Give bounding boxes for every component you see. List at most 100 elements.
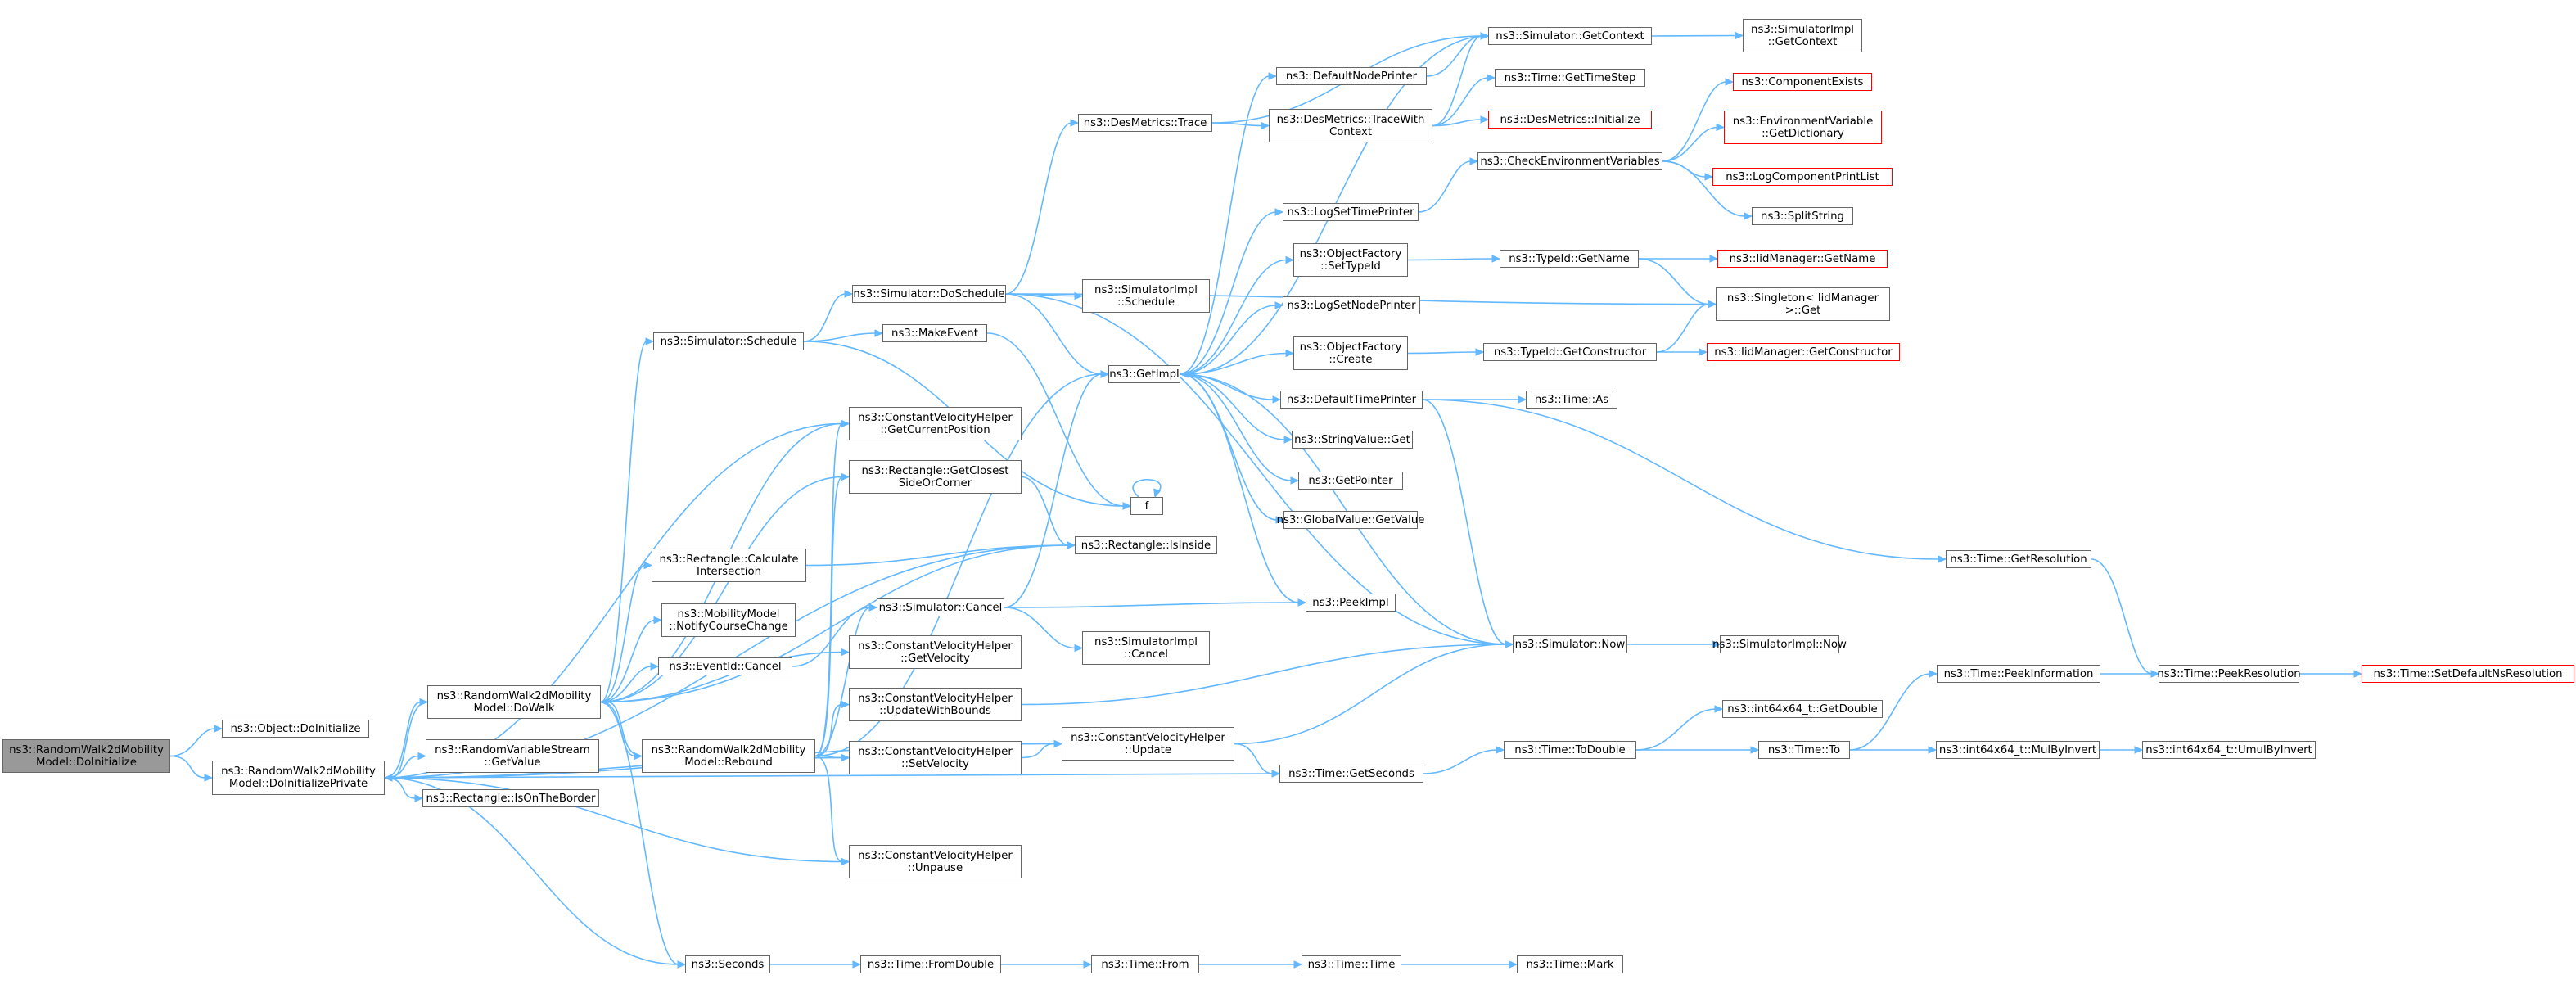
node-getimpl[interactable]: ns3::GetImpl bbox=[1108, 365, 1180, 383]
node-unpause[interactable]: ns3::ConstantVelocityHelper::Unpause bbox=[849, 845, 1022, 878]
edge-updwithbounds-to-simnow bbox=[1021, 644, 1507, 706]
edge-getimpl-to-ofsettypeid bbox=[1180, 259, 1288, 375]
node-seconds[interactable]: ns3::Seconds bbox=[685, 955, 770, 973]
node-singleton[interactable]: ns3::Singleton< IidManager >::Get bbox=[1716, 287, 1890, 321]
node-simnow[interactable]: ns3::Simulator::Now bbox=[1513, 635, 1627, 653]
node-getdouble[interactable]: ns3::int64x64_t::GetDouble bbox=[1722, 700, 1883, 718]
node-label: ns3::TypeId::GetConstructor bbox=[1493, 345, 1647, 359]
edge-doinitpriv-to-rvsgetvalue bbox=[384, 755, 420, 779]
node-stringvalueget[interactable]: ns3::StringValue::Get bbox=[1292, 431, 1413, 449]
node-logsettimeprinter[interactable]: ns3::LogSetTimePrinter bbox=[1283, 203, 1419, 221]
node-peekres[interactable]: ns3::Time::PeekResolution bbox=[2157, 665, 2301, 683]
node-rvsgetvalue[interactable]: ns3::RandomVariableStream::GetValue bbox=[426, 739, 599, 773]
node-schedule[interactable]: ns3::Simulator::Schedule bbox=[653, 332, 804, 350]
node-compexists[interactable]: ns3::ComponentExists bbox=[1733, 73, 1872, 91]
node-mulbyinvert[interactable]: ns3::int64x64_t::MulByInvert bbox=[1936, 741, 2100, 759]
node-isinside[interactable]: ns3::Rectangle::IsInside bbox=[1075, 536, 1217, 554]
node-label: ns3::Simulator::GetContext bbox=[1496, 29, 1644, 43]
node-label: ns3::ComponentExists bbox=[1741, 75, 1864, 88]
node-label: f bbox=[1144, 499, 1149, 513]
node-ofcreate[interactable]: ns3::ObjectFactory::Create bbox=[1293, 336, 1408, 370]
edge-arrowhead bbox=[214, 725, 223, 733]
node-label: ::GetVelocity bbox=[900, 652, 970, 665]
node-timeas[interactable]: ns3::Time::As bbox=[1526, 391, 1617, 409]
node-desinit[interactable]: ns3::DesMetrics::Initialize bbox=[1488, 111, 1652, 129]
edge-getimpl-to-ofcreate bbox=[1180, 352, 1288, 375]
edge-arrowhead bbox=[2150, 670, 2160, 678]
node-label: ns3::Simulator::DoSchedule bbox=[853, 287, 1005, 300]
node-makeevent[interactable]: ns3::MakeEvent bbox=[882, 324, 987, 342]
edge-arrowhead bbox=[1083, 960, 1093, 969]
node-typeidgetname[interactable]: ns3::TypeId::GetName bbox=[1500, 250, 1639, 268]
node-timemark[interactable]: ns3::Time::Mark bbox=[1517, 955, 1623, 973]
node-label: ::GetValue bbox=[484, 756, 541, 769]
node-implgetcontext[interactable]: ns3::SimulatorImpl::GetContext bbox=[1743, 19, 1862, 52]
node-typeidgetctor[interactable]: ns3::TypeId::GetConstructor bbox=[1483, 343, 1657, 361]
edge-doschedule-to-getimpl bbox=[1005, 293, 1103, 375]
node-logcomp[interactable]: ns3::LogComponentPrintList bbox=[1712, 168, 1893, 186]
node-timetime[interactable]: ns3::Time::Time bbox=[1302, 955, 1401, 973]
node-label: ns3::SimulatorImpl bbox=[1094, 283, 1198, 296]
node-getcurpos[interactable]: ns3::ConstantVelocityHelper::GetCurrentP… bbox=[849, 407, 1022, 440]
node-getvelocity[interactable]: ns3::ConstantVelocityHelper::GetVelocity bbox=[849, 635, 1022, 669]
node-ofsettypeid[interactable]: ns3::ObjectFactory::SetTypeId bbox=[1293, 243, 1408, 277]
node-isontheborder[interactable]: ns3::Rectangle::IsOnTheBorder bbox=[422, 789, 599, 807]
node-label: ::Unpause bbox=[907, 861, 963, 874]
node-globalvalue[interactable]: ns3::GlobalValue::GetValue bbox=[1277, 511, 1424, 529]
node-deftimeprinter[interactable]: ns3::DefaultTimePrinter bbox=[1280, 391, 1423, 409]
node-implnow[interactable]: ns3::SimulatorImpl::Now bbox=[1712, 635, 1847, 653]
node-notify[interactable]: ns3::MobilityModel::NotifyCourseChange bbox=[661, 603, 796, 637]
node-f[interactable]: f bbox=[1130, 497, 1163, 515]
edge-arrowhead bbox=[1122, 502, 1132, 510]
node-label: ::GetContext bbox=[1767, 35, 1838, 48]
node-label: ns3::Time::GetResolution bbox=[1950, 553, 2087, 566]
edge-gettimeseconds-to-todouble bbox=[1423, 749, 1498, 774]
node-todouble[interactable]: ns3::Time::ToDouble bbox=[1504, 741, 1636, 759]
node-setvelocity[interactable]: ns3::ConstantVelocityHelper::SetVelocity bbox=[849, 741, 1022, 774]
node-getresolution[interactable]: ns3::Time::GetResolution bbox=[1946, 550, 2091, 568]
edge-getimpl-to-deftimeprinter bbox=[1180, 373, 1274, 400]
node-fromdouble[interactable]: ns3::Time::FromDouble bbox=[860, 955, 1001, 973]
node-destrace[interactable]: ns3::DesMetrics::Trace bbox=[1078, 114, 1212, 132]
node-timeto[interactable]: ns3::Time::To bbox=[1758, 741, 1850, 759]
node-updwithbounds[interactable]: ns3::ConstantVelocityHelper::UpdateWithB… bbox=[849, 688, 1022, 721]
node-splitstring[interactable]: ns3::SplitString bbox=[1752, 207, 1853, 225]
node-simcancel[interactable]: ns3::Simulator::Cancel bbox=[877, 598, 1004, 616]
node-implschedule[interactable]: ns3::SimulatorImpl::Schedule bbox=[1082, 279, 1210, 313]
edge-arrowhead bbox=[1750, 746, 1760, 754]
edge-deftimeprinter-to-getresolution bbox=[1422, 399, 1940, 560]
node-gettimestep[interactable]: ns3::Time::GetTimeStep bbox=[1495, 69, 1645, 87]
node-defnodeprinter[interactable]: ns3::DefaultNodePrinter bbox=[1276, 67, 1427, 85]
node-eventcancel[interactable]: ns3::EventId::Cancel bbox=[658, 657, 792, 675]
node-getcontext[interactable]: ns3::Simulator::GetContext bbox=[1488, 27, 1652, 45]
node-umulbyinvert[interactable]: ns3::int64x64_t::UmulByInvert bbox=[2142, 741, 2316, 759]
node-logsetnodeprinter[interactable]: ns3::LogSetNodePrinter bbox=[1283, 296, 1420, 314]
node-peekinfo[interactable]: ns3::Time::PeekInformation bbox=[1937, 665, 2100, 683]
node-label: ns3::TypeId::GetName bbox=[1509, 252, 1630, 265]
node-cvupdate[interactable]: ns3::ConstantVelocityHelper::Update bbox=[1062, 727, 1234, 761]
edge-arrowhead bbox=[1275, 516, 1285, 524]
node-gettimeseconds[interactable]: ns3::Time::GetSeconds bbox=[1279, 765, 1423, 783]
node-iidgetctor[interactable]: ns3::IidManager::GetConstructor bbox=[1707, 343, 1900, 361]
node-label: ns3::LogSetNodePrinter bbox=[1287, 299, 1416, 312]
node-label: ns3::Time::From bbox=[1101, 958, 1189, 971]
node-label: ns3::ObjectFactory bbox=[1299, 247, 1402, 260]
edge-typeidgetname-to-singleton bbox=[1638, 258, 1710, 305]
node-iidgetname[interactable]: ns3::IidManager::GetName bbox=[1717, 250, 1888, 268]
node-checkenv[interactable]: ns3::CheckEnvironmentVariables bbox=[1477, 152, 1662, 170]
node-implcancel[interactable]: ns3::SimulatorImpl::Cancel bbox=[1082, 631, 1210, 665]
node-doschedule[interactable]: ns3::Simulator::DoSchedule bbox=[852, 285, 1006, 303]
node-getpointer[interactable]: ns3::GetPointer bbox=[1298, 472, 1403, 490]
node-peekimpl[interactable]: ns3::PeekImpl bbox=[1306, 594, 1396, 612]
node-doinit[interactable]: ns3::Object::DoInitialize bbox=[222, 720, 369, 738]
edge-tracewithctx-to-desinit bbox=[1432, 119, 1482, 127]
node-setdefres[interactable]: ns3::Time::SetDefaultNsResolution bbox=[2362, 665, 2574, 683]
node-timefrom[interactable]: ns3::Time::From bbox=[1091, 955, 1199, 973]
node-envvar[interactable]: ns3::EnvironmentVariable::GetDictionary bbox=[1724, 111, 1882, 144]
